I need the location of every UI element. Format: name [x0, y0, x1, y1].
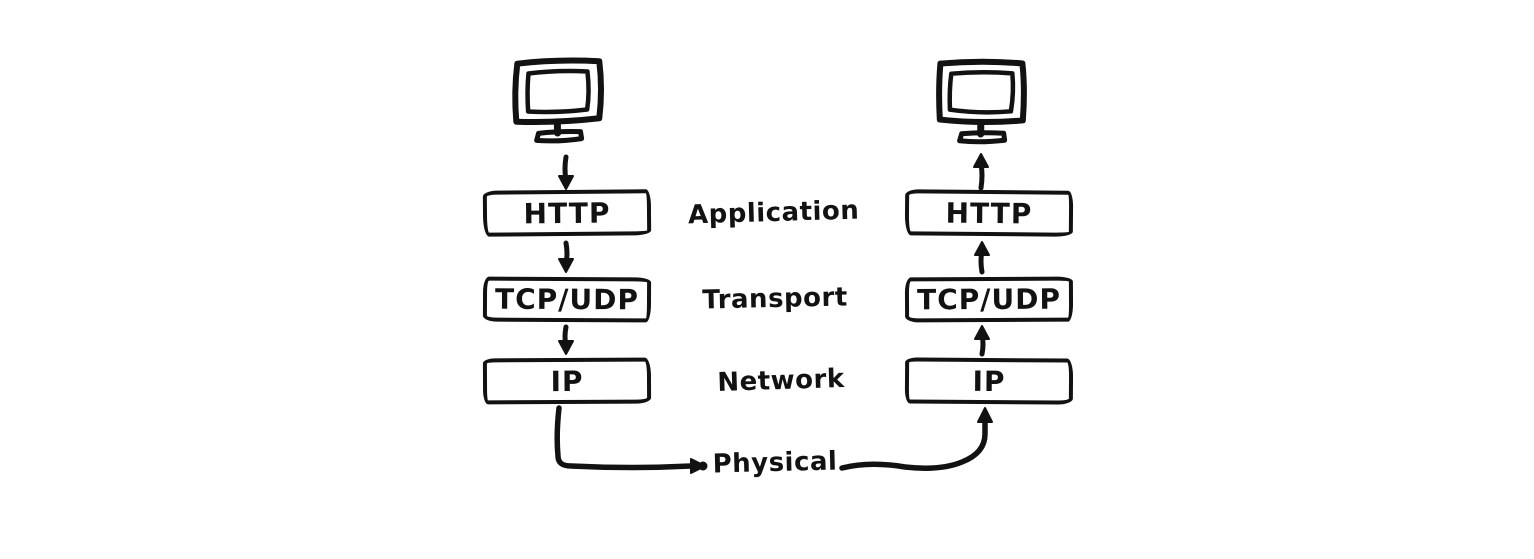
- left-tcp-udp-label: TCP/UDP: [494, 282, 640, 317]
- left-ip-box: IP: [482, 357, 652, 405]
- arrow-up-icon: [974, 241, 990, 275]
- layer-label-network: Network: [716, 364, 846, 398]
- physical-link-left-arrow: [554, 405, 708, 474]
- computer-monitor-icon: [931, 54, 1032, 151]
- layer-label-application: Application: [687, 195, 860, 231]
- right-tcp-udp-box: TCP/UDP: [904, 276, 1074, 323]
- arrow-down-icon: [558, 324, 574, 355]
- right-tcp-udp-label: TCP/UDP: [916, 282, 1062, 317]
- right-http-label: HTTP: [945, 196, 1033, 230]
- computer-monitor-icon: [507, 54, 609, 152]
- arrow-down-icon: [558, 240, 574, 273]
- layer-label-physical: Physical: [712, 446, 838, 480]
- arrow-up-icon: [974, 325, 990, 357]
- arrow-down-icon: [558, 154, 574, 190]
- left-http-box: HTTP: [482, 189, 652, 237]
- arrow-up-icon: [973, 153, 989, 191]
- right-ip-box: IP: [904, 357, 1074, 405]
- left-http-label: HTTP: [523, 196, 611, 230]
- left-ip-label: IP: [550, 364, 584, 398]
- right-ip-label: IP: [972, 364, 1006, 398]
- left-tcp-udp-box: TCP/UDP: [482, 276, 652, 323]
- layer-label-transport: Transport: [701, 282, 849, 316]
- physical-link-right-arrow: [839, 407, 993, 471]
- right-http-box: HTTP: [904, 189, 1074, 237]
